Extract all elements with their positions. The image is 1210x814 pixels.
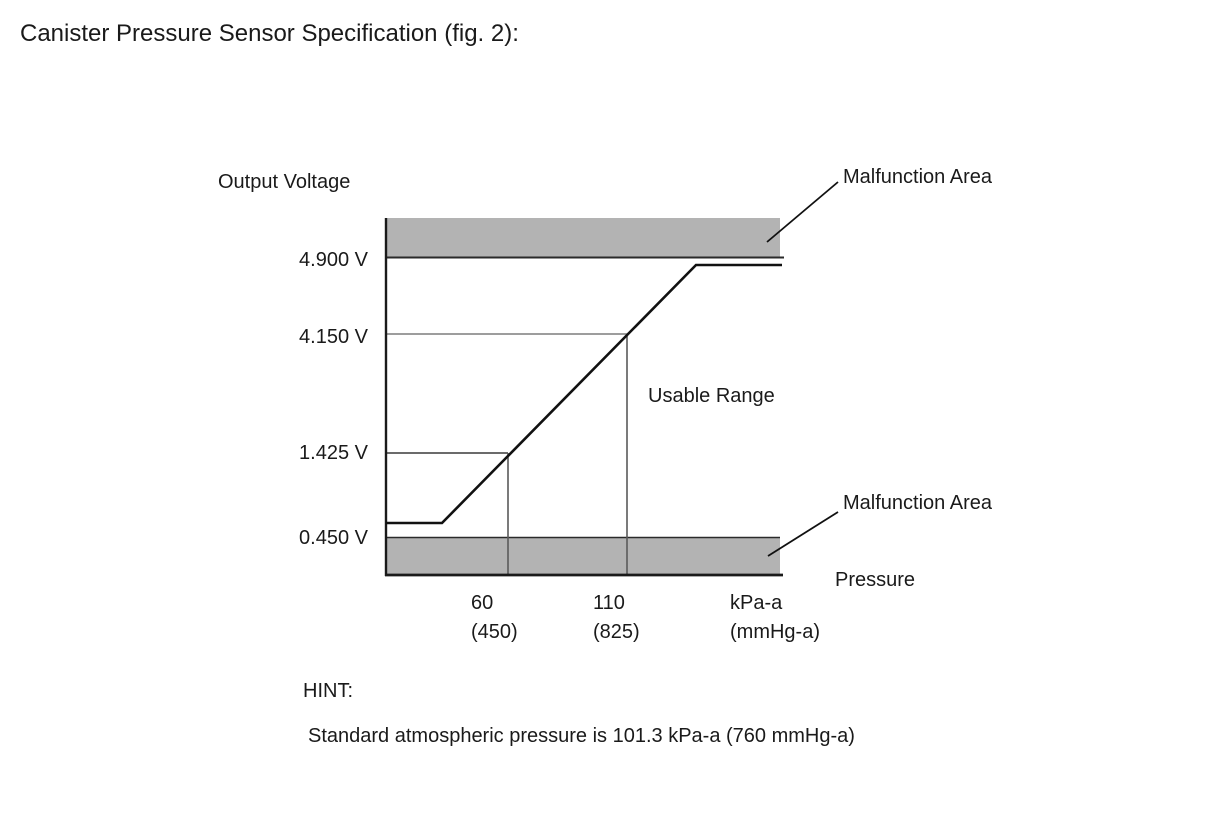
x-tick-60kpa-value: 60 <box>471 592 494 614</box>
x-axis-title: Pressure <box>835 569 916 591</box>
malfunction-band-bottom <box>385 537 780 576</box>
y-tick-1425mv: 1.425 V <box>299 442 368 464</box>
y-tick-4900mv: 4.900 V <box>299 249 368 271</box>
hint-text: Standard atmospheric pressure is 101.3 k… <box>308 725 855 747</box>
x-tick-60kpa-mmhg: (450) <box>471 621 518 643</box>
x-tick-60kpa: 60 (450) <box>471 589 518 647</box>
malfunction-area-label-top: Malfunction Area <box>843 166 992 188</box>
figure-title: Canister Pressure Sensor Specification (… <box>20 20 519 47</box>
leader-line-malfunction-bottom <box>767 511 839 557</box>
malfunction-band-top <box>385 218 780 257</box>
x-tick-110kpa-value: 110 <box>593 592 625 614</box>
y-tick-4150mv: 4.150 V <box>299 326 368 348</box>
x-tick-110kpa-mmhg: (825) <box>593 621 640 643</box>
leader-line-malfunction-top <box>766 181 839 243</box>
hint-heading: HINT: <box>303 680 353 702</box>
y-tick-450mv: 0.450 V <box>299 527 368 549</box>
sensor-output-curve <box>386 263 782 525</box>
malfunction-area-label-bottom: Malfunction Area <box>843 492 992 514</box>
x-axis-unit-mmhg: (mmHg-a) <box>730 621 820 643</box>
x-axis-unit-kpa: kPa-a <box>730 592 783 614</box>
x-axis-units: kPa-a (mmHg-a) <box>730 589 820 647</box>
usable-range-label: Usable Range <box>648 385 775 407</box>
y-axis-title: Output Voltage <box>218 171 351 193</box>
x-tick-110kpa: 110 (825) <box>593 589 640 647</box>
